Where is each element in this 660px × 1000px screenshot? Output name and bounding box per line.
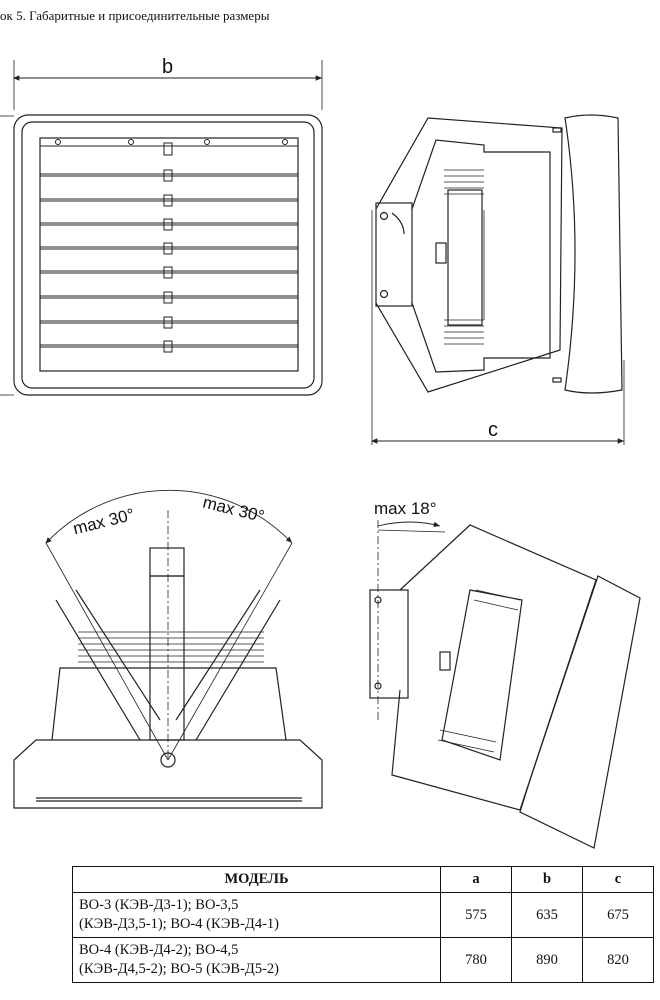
model-cell: ВО-4 (КЭВ-Д4-2); ВО-4,5 (КЭВ-Д4,5-2); ВО… xyxy=(72,937,441,983)
column-header-a: a xyxy=(440,866,512,893)
value-a: 780 xyxy=(440,937,512,983)
value-c: 675 xyxy=(582,892,654,938)
model-line: (КЭВ-Д3,5-1); ВО-4 (КЭВ-Д4-1) xyxy=(79,916,279,932)
angle-left-label: max 30° xyxy=(71,505,136,539)
column-header-c: c xyxy=(582,866,654,893)
value-c: 820 xyxy=(582,937,654,983)
model-line: ВО-3 (КЭВ-Д3-1); ВО-3,5 xyxy=(79,897,239,913)
figure-caption: ок 5. Габаритные и присоединительные раз… xyxy=(0,8,270,23)
side-view xyxy=(371,114,625,445)
column-header-model: МОДЕЛЬ xyxy=(72,866,441,893)
table-row: ВО-3 (КЭВ-Д3-1); ВО-3,5 (КЭВ-Д3,5-1); ВО… xyxy=(72,892,654,938)
column-header-b: b xyxy=(511,866,583,893)
angle-tilt-label: max 18° xyxy=(374,499,437,518)
value-a: 575 xyxy=(440,892,512,938)
model-cell: ВО-3 (КЭВ-Д3-1); ВО-3,5 (КЭВ-Д3,5-1); ВО… xyxy=(72,892,441,938)
angle-right-label: max 30° xyxy=(201,493,266,527)
table-row: ВО-4 (КЭВ-Д4-2); ВО-4,5 (КЭВ-Д4,5-2); ВО… xyxy=(72,937,654,983)
swivel-view xyxy=(13,489,323,809)
model-line: (КЭВ-Д4,5-2); ВО-5 (КЭВ-Д5-2) xyxy=(79,961,279,977)
dimension-b-label: b xyxy=(162,56,173,78)
value-b: 890 xyxy=(511,937,583,983)
model-line: ВО-4 (КЭВ-Д4-2); ВО-4,5 xyxy=(79,942,239,958)
tilt-view xyxy=(369,520,641,849)
table-header-row: МОДЕЛЬ a b c xyxy=(72,866,654,893)
dimensions-table: МОДЕЛЬ a b c ВО-3 (КЭВ-Д3-1); ВО-3,5 (КЭ… xyxy=(72,866,654,983)
front-view xyxy=(0,60,323,396)
technical-drawing: b c max 30° max 30° max 18° xyxy=(0,56,641,849)
value-b: 635 xyxy=(511,892,583,938)
dimension-c-label: c xyxy=(488,419,498,441)
